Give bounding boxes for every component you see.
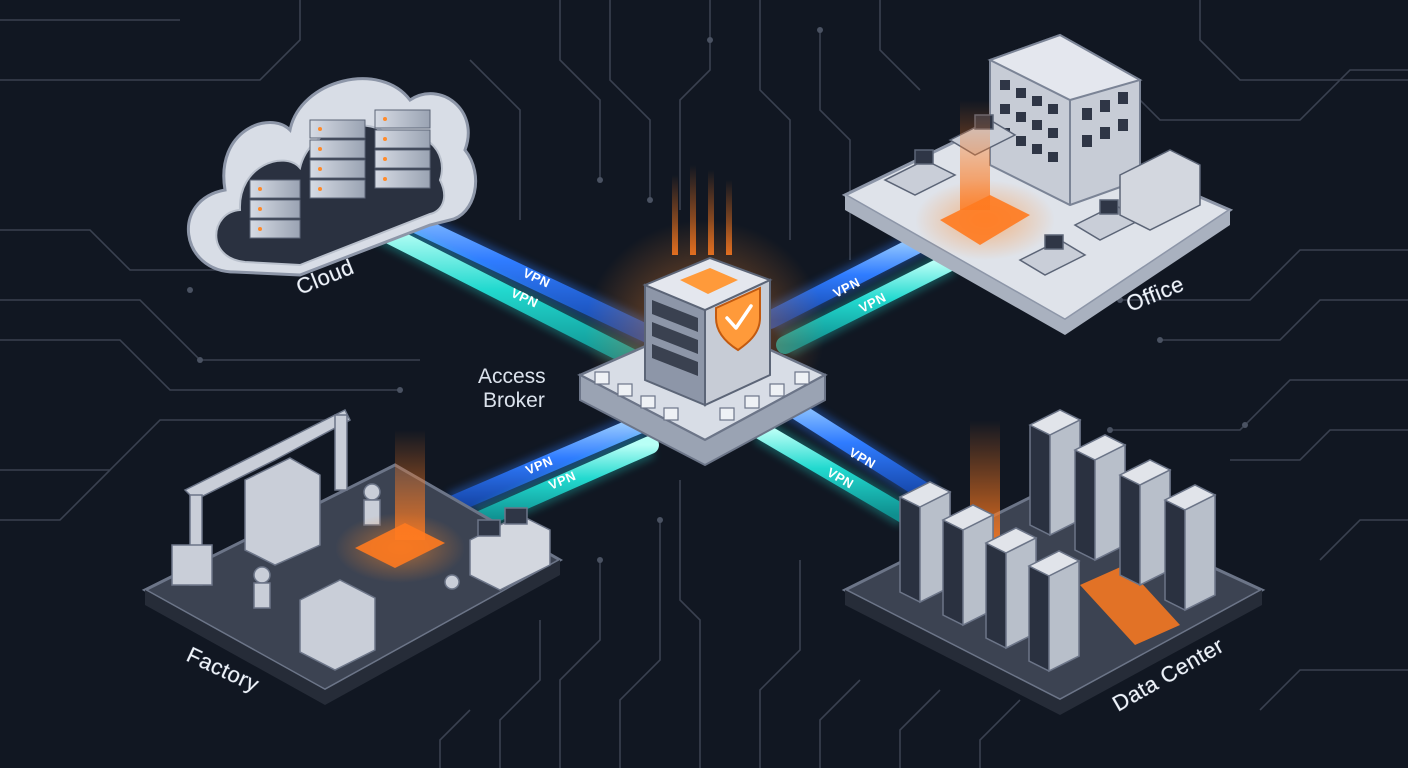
- cloud-servers: [249, 109, 431, 239]
- factory-workstation: [444, 507, 551, 591]
- access-broker-hub: Access Broker: [478, 165, 828, 467]
- office-access-point: [915, 100, 1055, 260]
- tunnel-datacenter: [751, 389, 939, 527]
- datacenter-racks: [898, 409, 1217, 673]
- factory-machinery: [171, 408, 381, 671]
- office-site: Office: [841, 33, 1234, 335]
- factory-site: Factory: [141, 408, 564, 705]
- broker-label-line1: Access: [478, 365, 546, 388]
- shield-check-icon: [715, 286, 761, 352]
- datacenter-site: Data Center: [841, 409, 1266, 717]
- broker-ports: [594, 371, 810, 421]
- broker-label-line2: Broker: [483, 389, 545, 412]
- cloud-site: Cloud: [187, 77, 478, 300]
- tunnel-factory: [443, 408, 659, 532]
- circuit-nodes: [187, 27, 1248, 563]
- factory-access-point: [335, 430, 465, 583]
